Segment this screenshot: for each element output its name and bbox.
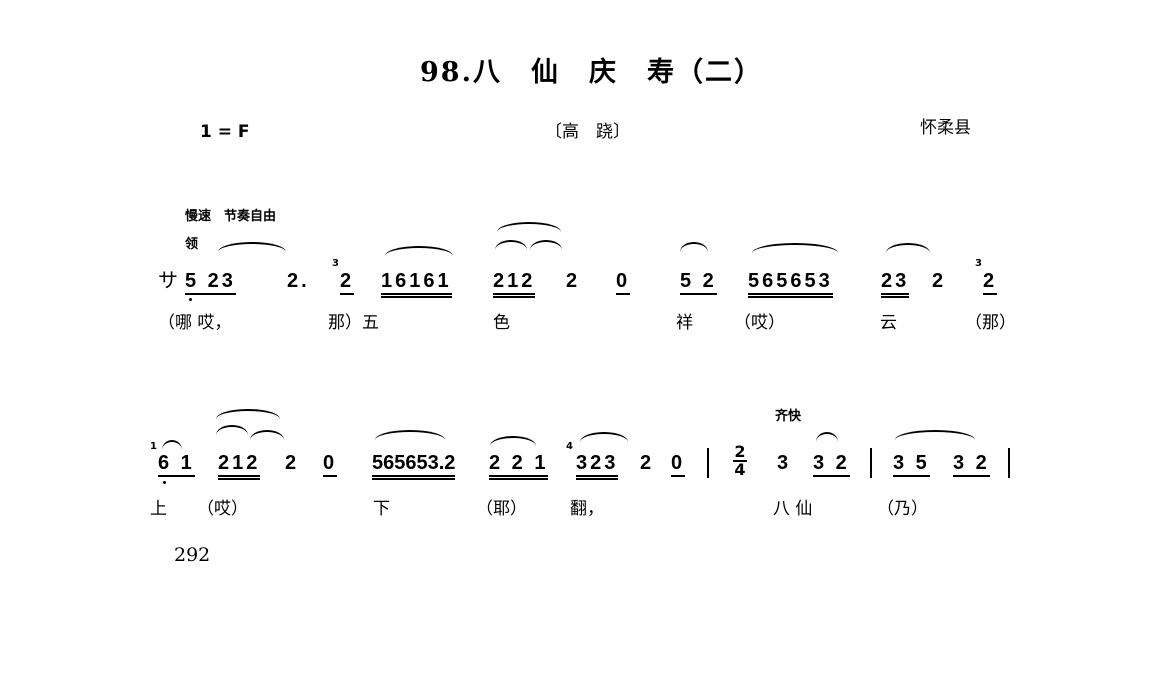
lead-marking: 领 bbox=[185, 237, 199, 252]
note-group: 2 bbox=[640, 452, 655, 474]
grace-note: 4 bbox=[566, 441, 573, 452]
note-group: 3 2 bbox=[813, 452, 850, 477]
lyric: （哎） bbox=[734, 313, 785, 333]
lyric: 八 仙 bbox=[773, 499, 813, 519]
note-group: 6 1 bbox=[158, 452, 195, 477]
note-group: 0 bbox=[671, 452, 686, 477]
note-group: 2 bbox=[932, 270, 947, 292]
lyric: （耶） bbox=[476, 499, 527, 519]
note-group: 565653 bbox=[748, 270, 833, 298]
barline bbox=[870, 448, 872, 478]
lyric: （哎） bbox=[197, 499, 248, 519]
lyric: （乃） bbox=[877, 499, 928, 519]
lyric: 上 bbox=[150, 499, 167, 519]
note-group: 3 bbox=[777, 452, 792, 474]
lyric: 下 bbox=[373, 499, 390, 519]
song-title: 98.八 仙 庆 寿（二） bbox=[420, 57, 763, 88]
lyric: 色 bbox=[493, 313, 510, 333]
time-signature: 2 4 bbox=[733, 442, 747, 479]
tempo-marking: 慢速 节奏自由 bbox=[185, 209, 277, 224]
lyric: 云 bbox=[880, 313, 897, 333]
grace-note: 1 bbox=[150, 441, 157, 452]
key-signature: 1 = F bbox=[200, 122, 250, 142]
lyric: 祥 bbox=[676, 313, 693, 333]
note-group: 0 bbox=[616, 270, 631, 295]
note-group: 5 23 bbox=[185, 270, 236, 295]
lyric: 那）五 bbox=[328, 313, 379, 333]
note-group: 565653.2 bbox=[372, 452, 456, 480]
barline bbox=[1008, 448, 1010, 478]
lyric: （那） bbox=[965, 313, 1016, 333]
genre-label: 〔高 跷〕 bbox=[545, 122, 630, 142]
tempo-marking-2: 齐快 bbox=[775, 409, 802, 424]
page-number: 292 bbox=[174, 544, 211, 566]
note-group: 323 bbox=[576, 452, 619, 480]
note-group: 5 2 bbox=[680, 270, 717, 295]
note-group: 23 bbox=[881, 270, 910, 298]
note-group: 2 bbox=[566, 270, 581, 292]
grace-note: 3 bbox=[332, 258, 339, 269]
note-group: 16161 bbox=[381, 270, 452, 298]
grace-note: 3 bbox=[975, 258, 982, 269]
note-group: 2 bbox=[983, 270, 998, 295]
note-group: 2. bbox=[287, 270, 310, 292]
note-group: 2 2 1 bbox=[489, 452, 549, 480]
free-meter-sign: サ bbox=[158, 270, 181, 292]
region-label: 怀柔县 bbox=[920, 118, 971, 138]
note-group: 0 bbox=[323, 452, 338, 477]
note-group: 2 bbox=[340, 270, 355, 295]
note-group: 3 5 bbox=[893, 452, 930, 477]
lyric: （哪 哎， bbox=[158, 313, 232, 333]
note-group: 212 bbox=[218, 452, 261, 480]
note-group: 212 bbox=[493, 270, 536, 298]
note-group: 3 2 bbox=[953, 452, 990, 477]
barline bbox=[707, 448, 709, 478]
note-group: 2 bbox=[285, 452, 300, 474]
lyric: 翻， bbox=[570, 499, 604, 519]
